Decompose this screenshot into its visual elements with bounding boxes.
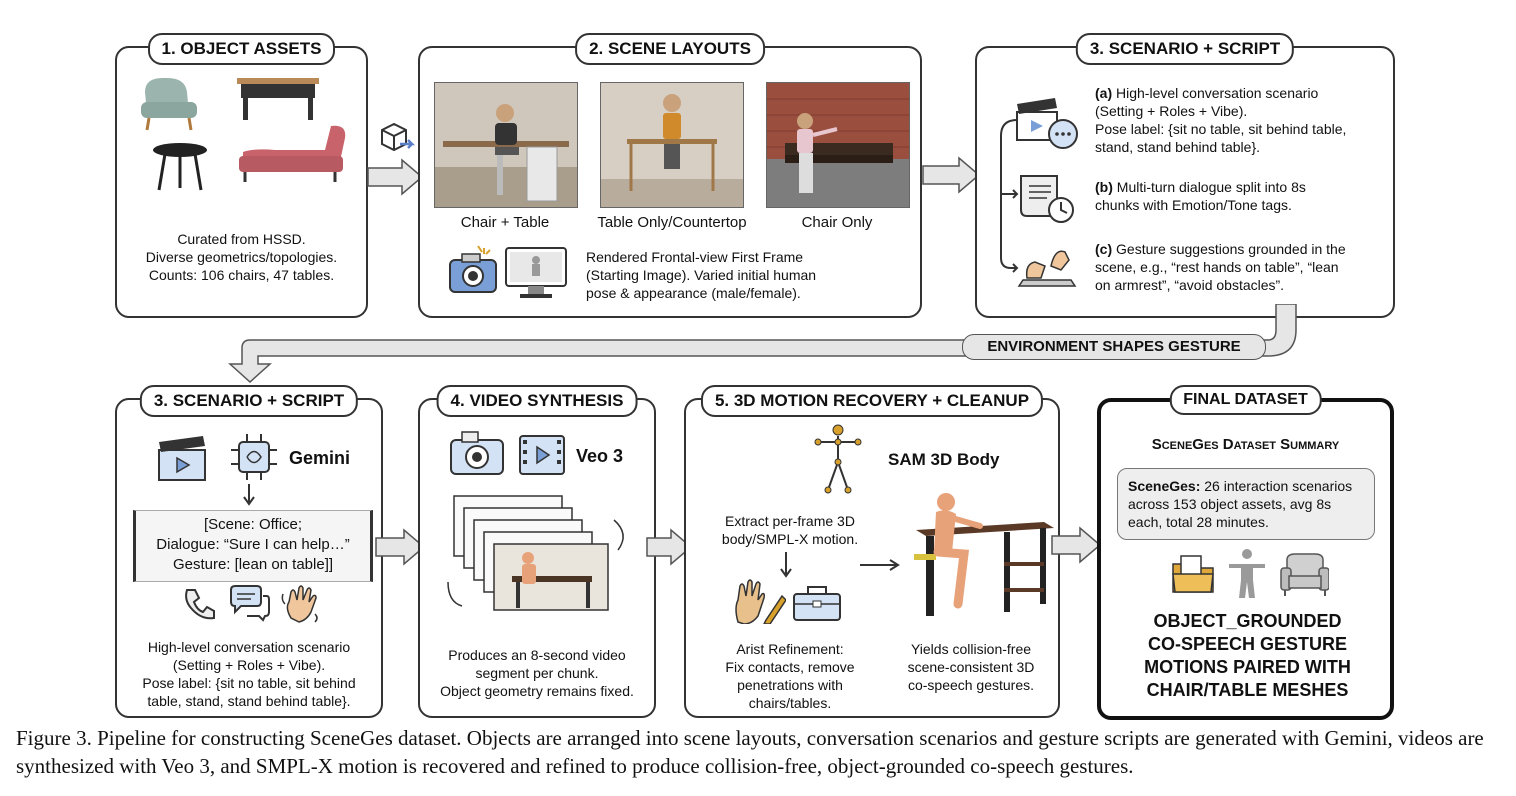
environment-label: ENVIRONMENT SHAPES GESTURE [962, 334, 1266, 360]
panel-scenario-script-top: 3. SCENARIO + SCRIPT (a) High-level conv… [975, 33, 1395, 318]
hands-on-table-icon [1017, 250, 1077, 287]
figure-caption: Figure 3. Pipeline for constructing Scen… [16, 724, 1506, 780]
scene-image-caption: Chair Only [801, 214, 873, 231]
refinement-text: Arist Refinement: Fix contacts, remove p… [725, 641, 855, 711]
armchair-icon [1280, 553, 1329, 596]
environment-connector-arrow [228, 304, 1297, 384]
human-icon [1229, 549, 1265, 598]
waving-hand-icon [281, 585, 318, 623]
flow-arrow [646, 528, 693, 566]
scene-image-caption: Chair + Table [460, 214, 550, 231]
summary-bold: SceneGes: [1128, 478, 1201, 494]
video-frames-image [447, 495, 624, 611]
chaise-image [239, 125, 346, 182]
speech-bubbles-icon [230, 585, 270, 622]
panel-scene-layouts: 2. SCENE LAYOUTS Chair + Table Table Onl… [418, 33, 922, 318]
right-arrow [860, 559, 900, 571]
desk-image [237, 78, 319, 120]
panel-3d-motion-recovery: 5. 3D MOTION RECOVERY + CLEANUP SAM 3D B… [684, 385, 1060, 718]
human-at-desk-image [914, 493, 1054, 616]
caption-prefix: Figure 3. [16, 726, 92, 750]
sam-label: SAM 3D Body [888, 450, 1000, 469]
video-icon [519, 435, 565, 475]
item-text: High-level conversation scenario (Settin… [1095, 85, 1347, 155]
scene-chair-only-image [766, 82, 910, 208]
panel-title: 4. VIDEO SYNTHESIS [436, 385, 638, 417]
caption-text: Pipeline for constructing SceneGes datas… [16, 726, 1484, 778]
scene-image-caption: Table Only/Countertop [597, 214, 747, 231]
monitor-icon [505, 247, 567, 298]
veo-label: Veo 3 [576, 446, 624, 466]
panel-object-assets: 1. OBJECT ASSETS Curated from HSSD. Dive… [115, 33, 368, 318]
object-assets-description: Curated from HSSD. Diverse geometrics/to… [145, 231, 338, 283]
panel-final-dataset: FINAL DATASET SceneGes Dataset Summary S… [1097, 385, 1394, 720]
scenario-item-b: (b) Multi-turn dialogue split into 8s ch… [1095, 178, 1391, 214]
skeleton-icon [814, 424, 862, 494]
panel-title: 3. SCENARIO + SCRIPT [1075, 33, 1295, 65]
scenario-item-a: (a) High-level conversation scenario (Se… [1095, 84, 1391, 156]
down-arrow [243, 484, 255, 506]
down-arrow [780, 552, 792, 578]
phone-icon [185, 589, 215, 620]
clapperboard-icon [158, 436, 206, 481]
scenario-item-c: (c) Gesture suggestions grounded in the … [1095, 240, 1391, 294]
flow-arrow [375, 528, 426, 566]
item-tag: (a) [1095, 85, 1113, 101]
camera-icon [449, 245, 497, 293]
branch-lines [1000, 119, 1019, 273]
item-text: Gesture suggestions grounded in the scen… [1095, 241, 1346, 293]
summary-title: SceneGes Dataset Summary [1151, 436, 1340, 453]
flow-arrow [1051, 526, 1102, 564]
video-synthesis-description: Produces an 8-second video segment per c… [440, 647, 634, 699]
final-statement: OBJECT_GROUNDED CO-SPEECH GESTURE MOTION… [1144, 611, 1351, 700]
scroll-clock-icon [1020, 175, 1074, 223]
panel-title: 2. SCENE LAYOUTS [575, 33, 765, 65]
scene-layouts-description: Rendered Frontal-view First Frame (Start… [586, 249, 817, 301]
item-text: Multi-turn dialogue split into 8s chunks… [1095, 179, 1306, 213]
panel-title: 1. OBJECT ASSETS [147, 33, 336, 65]
yields-text: Yields collision-free scene-consistent 3… [907, 641, 1035, 693]
panel-scenario-script-bottom: 3. SCENARIO + SCRIPT Gemini [Scene: Offi… [115, 385, 383, 718]
armchair-image [141, 77, 197, 131]
folder-icon [1172, 555, 1214, 593]
toolbox-icon [793, 586, 841, 621]
flow-arrow [367, 158, 424, 196]
chip-icon [231, 434, 277, 480]
item-tag: (b) [1095, 179, 1113, 195]
scene-table-only-image [600, 82, 744, 208]
script-box: [Scene: Office; Dialogue: “Sure I can he… [133, 510, 373, 582]
summary-text: 26 interaction scenarios across 153 obje… [1128, 478, 1353, 530]
cube-arrow-icon [381, 122, 416, 152]
camera-icon [450, 431, 504, 475]
flow-arrow [922, 156, 981, 194]
gemini-label: Gemini [289, 448, 351, 468]
extract-text: Extract per-frame 3D body/SMPL-X motion. [721, 513, 859, 547]
panel-title: 3. SCENARIO + SCRIPT [139, 385, 359, 417]
item-tag: (c) [1095, 241, 1113, 257]
clapperboard-speech-icon [1016, 98, 1078, 149]
round-table-image [153, 143, 207, 191]
panel-title: FINAL DATASET [1169, 385, 1322, 415]
scenario-description: High-level conversation scenario (Settin… [142, 639, 356, 709]
scene-chair-table-image [434, 82, 578, 208]
panel-video-synthesis: 4. VIDEO SYNTHESIS Veo 3 Produces an 8-s… [418, 385, 656, 718]
summary-box: SceneGes: 26 interaction scenarios acros… [1117, 468, 1375, 540]
panel-title: 5. 3D MOTION RECOVERY + CLEANUP [700, 385, 1044, 417]
hand-pencil-icon [735, 579, 786, 624]
